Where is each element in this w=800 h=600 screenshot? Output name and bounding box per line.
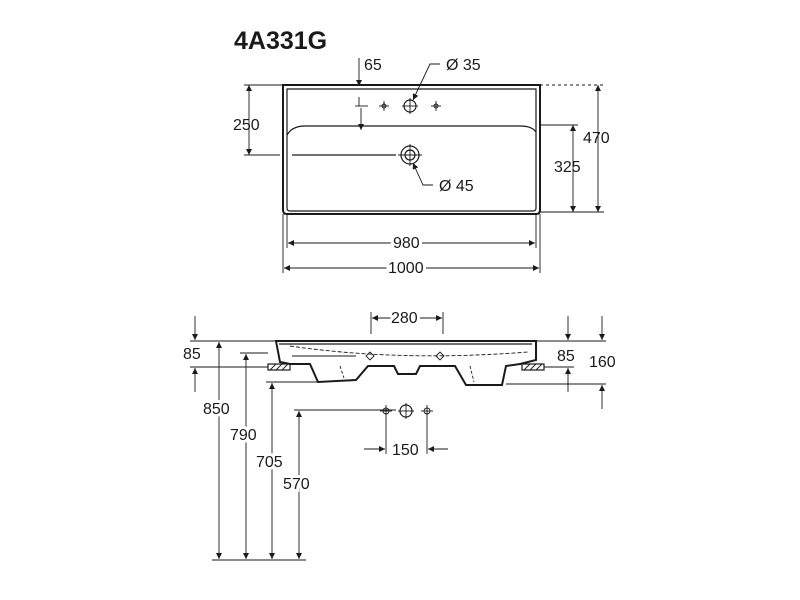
tap-hole-icon (402, 98, 418, 114)
dim-install-height: 850 (203, 401, 230, 418)
dim-waste-hole: Ø 45 (439, 178, 474, 195)
top-view: 65 Ø 35 Ø 45 250 470 325 980 1000 (233, 57, 610, 280)
dim-bowl-width: 280 (391, 310, 418, 327)
dim-overall-depth: 470 (583, 130, 610, 147)
dim-inner-width: 980 (393, 235, 420, 252)
dim-rim-height-left: 85 (183, 346, 201, 363)
wall-outlet-left-icon (380, 405, 392, 417)
dim-bottom-height: 790 (230, 427, 257, 444)
dim-rim-height-right: 85 (557, 348, 575, 365)
dim-total-height-right: 160 (589, 354, 616, 371)
dim-basin-depth: 325 (554, 159, 581, 176)
optional-tap-hole-left-icon (379, 101, 389, 111)
side-tap-hole-left-icon (365, 351, 375, 361)
dim-tap-hole: Ø 35 (446, 57, 481, 74)
bracket-right-icon (521, 363, 545, 371)
dim-tap-spacing: 150 (392, 442, 419, 459)
basin-outline-top (282, 84, 541, 215)
wall-outlet-center-icon (398, 403, 414, 419)
dim-tap-offset: 65 (364, 57, 382, 74)
basin-inner-rim (286, 88, 537, 212)
model-title: 4A331G (234, 27, 327, 55)
dim-overall-width: 1000 (388, 260, 424, 277)
side-tap-hole-right-icon (435, 351, 445, 361)
side-view: 280 85 85 160 850 790 705 570 (183, 307, 616, 561)
basin-outline-side (274, 340, 537, 386)
waste-outlet-icon (398, 144, 422, 166)
optional-tap-hole-right-icon (431, 101, 441, 111)
dim-depth-to-overflow: 250 (233, 117, 260, 134)
dim-tap-height: 570 (283, 476, 310, 493)
dim-trap-height: 705 (256, 454, 283, 471)
wall-outlet-right-icon (421, 405, 433, 417)
bracket-left-icon (267, 363, 291, 371)
bowl-edge (286, 125, 537, 136)
